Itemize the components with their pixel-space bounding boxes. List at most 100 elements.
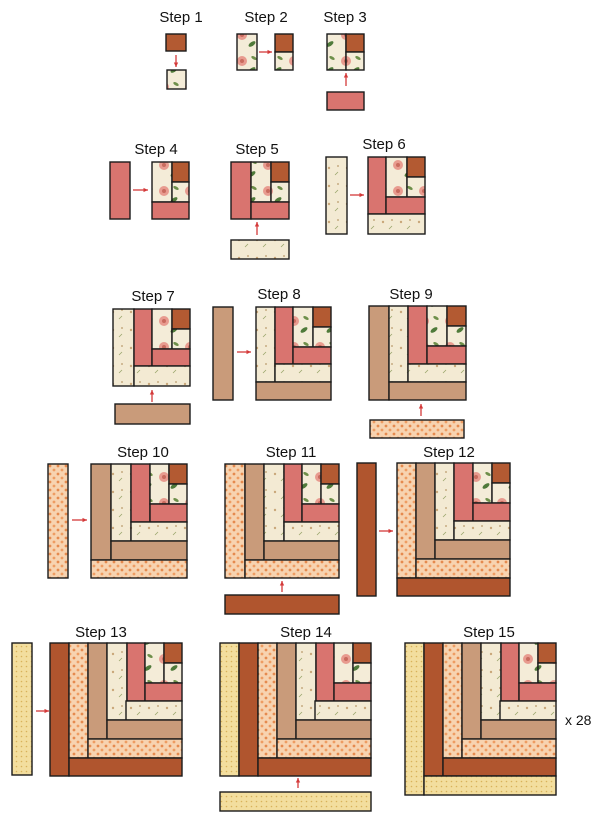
cream-patch [134,366,190,386]
tan-patch [91,464,111,560]
floral-patch [302,464,321,504]
cream-patch [264,464,284,541]
step-label: Step 5 [235,141,278,158]
rust-patch [353,643,371,663]
floral-patch [271,182,289,202]
peach-patch [91,560,187,578]
quantity-label: x 28 [565,712,591,728]
tan-patch [88,643,107,739]
cream-patch [296,643,316,720]
arrow-icon [237,350,251,354]
rust-patch [407,157,425,177]
rose-strip [327,92,364,110]
rose-patch [251,202,289,219]
step-label: Step 3 [323,9,366,26]
peach-patch [443,643,462,758]
step-label: Step 4 [134,141,177,158]
tan-patch [264,541,339,560]
floral-patch [150,464,169,504]
rose-patch [501,643,519,701]
peach-patch [88,739,182,758]
rose-patch [231,162,251,219]
yellow-patch [424,776,556,795]
cream-patch [315,701,371,720]
cream-strip [326,157,347,234]
rose-patch [134,309,152,366]
rust-patch [164,643,182,663]
rose-patch [519,683,556,701]
brown-strip [225,595,339,614]
arrow-icon [36,709,49,713]
rose-patch [284,464,302,522]
cream-patch [131,522,187,541]
cream-patch [481,643,501,720]
floral-square [167,70,186,89]
step-label: Step 13 [75,624,127,641]
rose-patch [150,504,187,522]
cream-patch [107,643,127,720]
peach-patch [69,643,88,758]
rose-patch [293,347,331,364]
arrow-icon [344,73,348,86]
yellow-patch [405,643,424,795]
brown-patch [239,643,258,776]
cream-patch [454,521,510,540]
floral-patch [169,484,187,504]
rose-patch [427,346,466,364]
tan-patch [481,720,556,739]
step-label: Step 11 [266,444,317,461]
floral-patch [353,663,371,683]
cream-patch [368,214,425,234]
peach-patch [258,643,277,758]
rose-patch [386,197,425,214]
rose-strip [110,162,130,219]
tan-patch [213,307,233,400]
floral-strip [327,34,346,70]
step-label: Step 7 [131,288,174,305]
rose-patch [316,643,334,701]
floral-patch [334,643,353,683]
floral-strip [237,34,257,70]
step-label: Step 14 [280,624,332,641]
brown-patch [50,643,69,776]
cream-patch [256,307,275,382]
peach-patch [397,463,416,578]
floral-patch [293,307,313,347]
tan-patch [277,643,296,739]
floral-patch [313,327,331,347]
floral-patch [145,643,164,683]
arrow-icon [419,404,423,416]
tan-patch [111,541,187,560]
center-square [346,34,364,52]
step-label: Step 1 [159,9,202,26]
rose-patch [131,464,150,522]
peach-patch [462,739,556,758]
arrow-icon [280,581,284,592]
brown-patch [69,758,182,776]
peach-patch [245,560,339,578]
brown-patch [443,758,556,776]
floral-patch [152,162,172,202]
step-label: Step 9 [389,286,432,303]
yellow-patch [220,792,371,811]
cream-patch [435,463,454,540]
cream-patch [500,701,556,720]
arrow-icon [150,390,154,402]
step-label: Step 10 [117,444,169,461]
floral-patch [251,162,271,202]
step-label: Step 2 [244,9,287,26]
arrow-icon [174,55,178,67]
rust-patch [313,307,331,327]
step-label: Step 6 [362,136,405,153]
tan-patch [462,643,481,739]
cream-patch [111,464,131,541]
tan-patch [416,463,435,559]
cream-patch [408,364,466,382]
cream-patch [389,306,408,382]
arrow-icon [350,193,364,197]
peach-patch [277,739,371,758]
tan-patch [256,382,331,400]
floral-patch [492,483,510,503]
rose-patch [152,202,189,219]
arrow-icon [296,778,300,788]
